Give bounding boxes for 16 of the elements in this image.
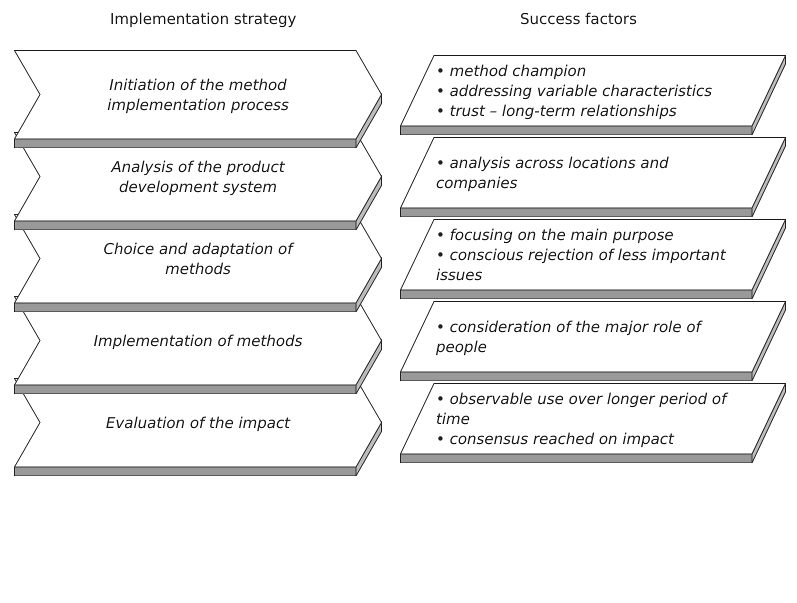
- bullet-text: • consideration of the major role of people: [436, 316, 704, 356]
- step-text: Evaluation of the impact: [106, 412, 290, 432]
- bullet-text: • consensus reached on impact: [436, 428, 674, 448]
- bullet-text: • conscious rejection of less important issues: [436, 244, 728, 284]
- bullet-text: • addressing variable characteristics: [436, 80, 712, 100]
- step-text: Initiation of the method implementation process: [106, 74, 290, 114]
- column-heading: Success factors: [520, 10, 637, 28]
- bullet-text: • observable use over longer period of time: [436, 388, 730, 428]
- step-text: Analysis of the product development system: [110, 156, 286, 196]
- bullet-text: • focusing on the main purpose: [436, 224, 674, 244]
- bullet-text: • trust – long-term relationships: [436, 100, 677, 120]
- bullet-text: • method champion: [436, 60, 586, 80]
- column-heading: Implementation strategy: [110, 10, 296, 28]
- step-text: Choice and adaptation of methods: [102, 238, 296, 278]
- step-text: Implementation of methods: [94, 330, 302, 350]
- bullet-text: • analysis across locations and companies: [436, 152, 670, 192]
